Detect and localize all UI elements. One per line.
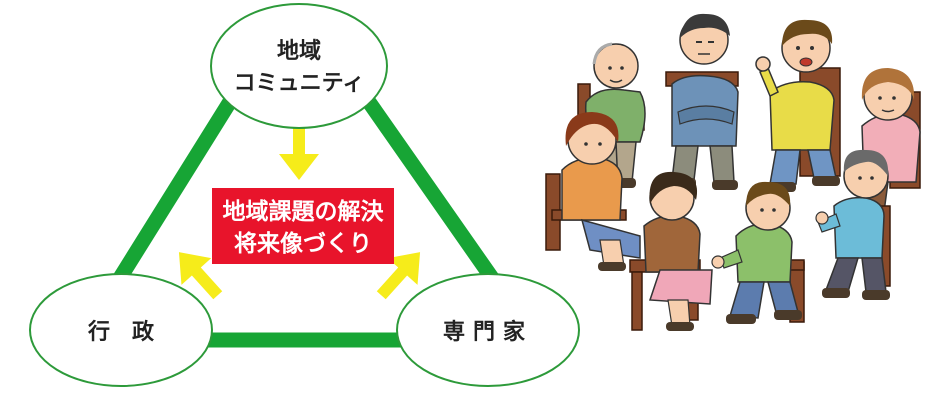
node-government: 行 政 <box>29 273 213 387</box>
person-brown-top-woman <box>629 171 713 331</box>
node-experts: 専門家 <box>396 273 580 387</box>
person-blue-shirt-man <box>665 13 739 190</box>
person-green-shirt-man <box>711 181 805 324</box>
arrow-up-left-icon <box>376 252 421 300</box>
arrow-up-right-icon <box>178 252 223 300</box>
arrows <box>178 128 421 300</box>
meeting-illustration <box>545 13 921 331</box>
arrow-down-icon <box>279 128 319 180</box>
person-orange-sweater-woman <box>545 112 641 271</box>
center-line-2: 将来像づくり <box>234 230 372 257</box>
node-government-label: 行 政 <box>87 319 155 345</box>
node-community-line-2: コミュニティ <box>234 71 365 96</box>
center-line-1: 地域課題の解決 <box>223 198 385 225</box>
node-community-line-1: 地域 <box>277 38 321 64</box>
person-yellow-shirt-man <box>755 19 841 192</box>
center-box: 地域課題の解決 将来像づくり <box>212 188 394 264</box>
node-community: 地域 コミュニティ <box>210 3 388 129</box>
person-grey-hair-man <box>815 149 891 300</box>
node-experts-label: 専門家 <box>443 319 533 345</box>
